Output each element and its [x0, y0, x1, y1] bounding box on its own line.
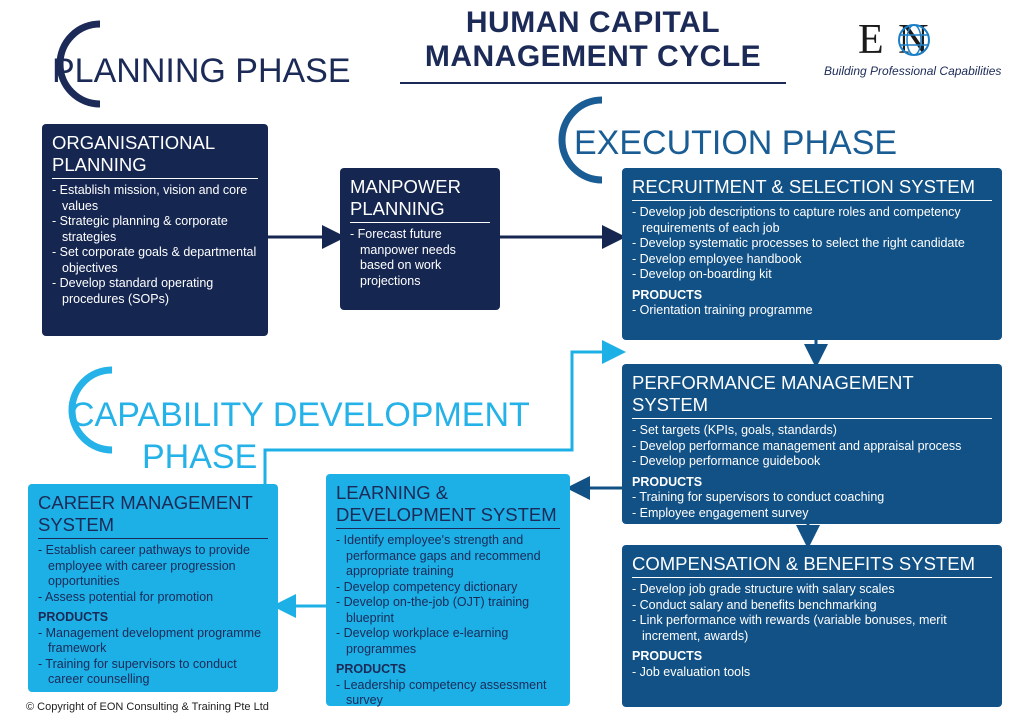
execution-arc-icon: [558, 96, 603, 184]
list-item: Forecast future manpower needs based on …: [350, 227, 490, 289]
list-item: Assess potential for promotion: [38, 590, 268, 606]
list-item: Develop job grade structure with salary …: [632, 582, 992, 598]
products-label: PRODUCTS: [632, 649, 703, 663]
list-item: Develop systematic processes to select t…: [632, 236, 992, 252]
career-management-box: CAREER MANAGEMENT SYSTEM Establish caree…: [28, 484, 278, 692]
eon-logo: E N Building Professional Capabilities: [820, 12, 1010, 82]
page-title: HUMAN CAPITAL MANAGEMENT CYCLE: [400, 6, 786, 74]
products-label: PRODUCTS: [336, 662, 407, 676]
bullet-list: Establish career pathways to provide emp…: [38, 543, 268, 605]
title-line-2: MANAGEMENT CYCLE: [424, 40, 762, 73]
box-title: RECRUITMENT & SELECTION SYSTEM: [632, 176, 992, 201]
list-item: Link performance with rewards (variable …: [632, 613, 992, 644]
list-item: Develop on-the-job (OJT) training bluepr…: [336, 595, 560, 626]
recruitment-selection-box: RECRUITMENT & SELECTION SYSTEM Develop j…: [622, 168, 1002, 340]
bullet-list: Identify employee's strength and perform…: [336, 533, 560, 657]
planning-arc-icon: [56, 20, 101, 108]
logo-tagline: Building Professional Capabilities: [824, 64, 1002, 78]
bullet-list: Set targets (KPIs, goals, standards) Dev…: [632, 423, 992, 470]
title-underline: [400, 82, 786, 84]
box-title: MANPOWER PLANNING: [350, 176, 490, 223]
list-item: Set corporate goals & departmental objec…: [52, 245, 258, 276]
execution-phase-label: EXECUTION PHASE: [574, 124, 898, 162]
list-item: Identify employee's strength and perform…: [336, 533, 560, 580]
products-list: Training for supervisors to conduct coac…: [632, 490, 992, 521]
title-line-1: HUMAN CAPITAL: [465, 6, 721, 39]
box-title: CAREER MANAGEMENT SYSTEM: [38, 492, 268, 539]
bullet-list: Develop job grade structure with salary …: [632, 582, 992, 644]
box-title: ORGANISATIONAL PLANNING: [52, 132, 258, 179]
capability-arc-icon: [68, 366, 113, 454]
capability-phase-label-line2: PHASE: [142, 438, 258, 476]
list-item: Management development programme framewo…: [38, 626, 268, 657]
products-list: Job evaluation tools: [632, 665, 992, 681]
list-item: Establish career pathways to provide emp…: [38, 543, 268, 590]
bullet-list: Develop job descriptions to capture role…: [632, 205, 992, 283]
list-item: Leadership competency assessment survey: [336, 678, 560, 709]
compensation-benefits-box: COMPENSATION & BENEFITS SYSTEM Develop j…: [622, 545, 1002, 707]
list-item: Develop performance guidebook: [632, 454, 992, 470]
products-label: PRODUCTS: [38, 610, 109, 624]
list-item: Training for supervisors to conduct coac…: [632, 490, 992, 506]
products-list: Leadership competency assessment survey: [336, 678, 560, 709]
list-item: Develop on-boarding kit: [632, 267, 992, 283]
list-item: Develop performance management and appra…: [632, 439, 992, 455]
list-item: Job evaluation tools: [632, 665, 992, 681]
arrow-career-to-execution: [263, 340, 626, 484]
globe-icon: [898, 24, 930, 56]
list-item: Establish mission, vision and core value…: [52, 183, 258, 214]
products-list: Management development programme framewo…: [38, 626, 268, 688]
list-item: Conduct salary and benefits benchmarking: [632, 598, 992, 614]
products-label: PRODUCTS: [632, 474, 703, 489]
box-title: COMPENSATION & BENEFITS SYSTEM: [632, 553, 992, 578]
list-item: Employee engagement survey: [632, 506, 992, 522]
list-item: Training for supervisors to conduct care…: [38, 657, 268, 688]
products-label: PRODUCTS: [632, 287, 703, 302]
bullet-list: Forecast future manpower needs based on …: [350, 227, 490, 289]
organisational-planning-box: ORGANISATIONAL PLANNING Establish missio…: [42, 124, 268, 336]
learning-development-box: LEARNING & DEVELOPMENT SYSTEM Identify e…: [326, 474, 570, 709]
copyright-text: © Copyright of EON Consulting & Training…: [26, 701, 269, 713]
list-item: Develop standard operating procedures (S…: [52, 276, 258, 307]
list-item: Develop employee handbook: [632, 252, 992, 268]
performance-management-box: PERFORMANCE MANAGEMENT SYSTEM Set target…: [622, 364, 1002, 524]
box-title: LEARNING & DEVELOPMENT SYSTEM: [336, 482, 560, 529]
list-item: Develop competency dictionary: [336, 580, 560, 596]
bullet-list: Establish mission, vision and core value…: [52, 183, 258, 307]
manpower-planning-box: MANPOWER PLANNING Forecast future manpow…: [340, 168, 500, 310]
list-item: Set targets (KPIs, goals, standards): [632, 423, 992, 439]
list-item: Strategic planning & corporate strategie…: [52, 214, 258, 245]
list-item: Orientation training programme: [632, 303, 992, 319]
planning-phase-label: PLANNING PHASE: [52, 52, 351, 90]
list-item: Develop job descriptions to capture role…: [632, 205, 992, 236]
products-list: Orientation training programme: [632, 303, 992, 319]
capability-phase-label-line1: CAPABILITY DEVELOPMENT: [70, 396, 530, 434]
list-item: Develop workplace e-learning programmes: [336, 626, 560, 657]
box-title: PERFORMANCE MANAGEMENT SYSTEM: [632, 372, 992, 419]
